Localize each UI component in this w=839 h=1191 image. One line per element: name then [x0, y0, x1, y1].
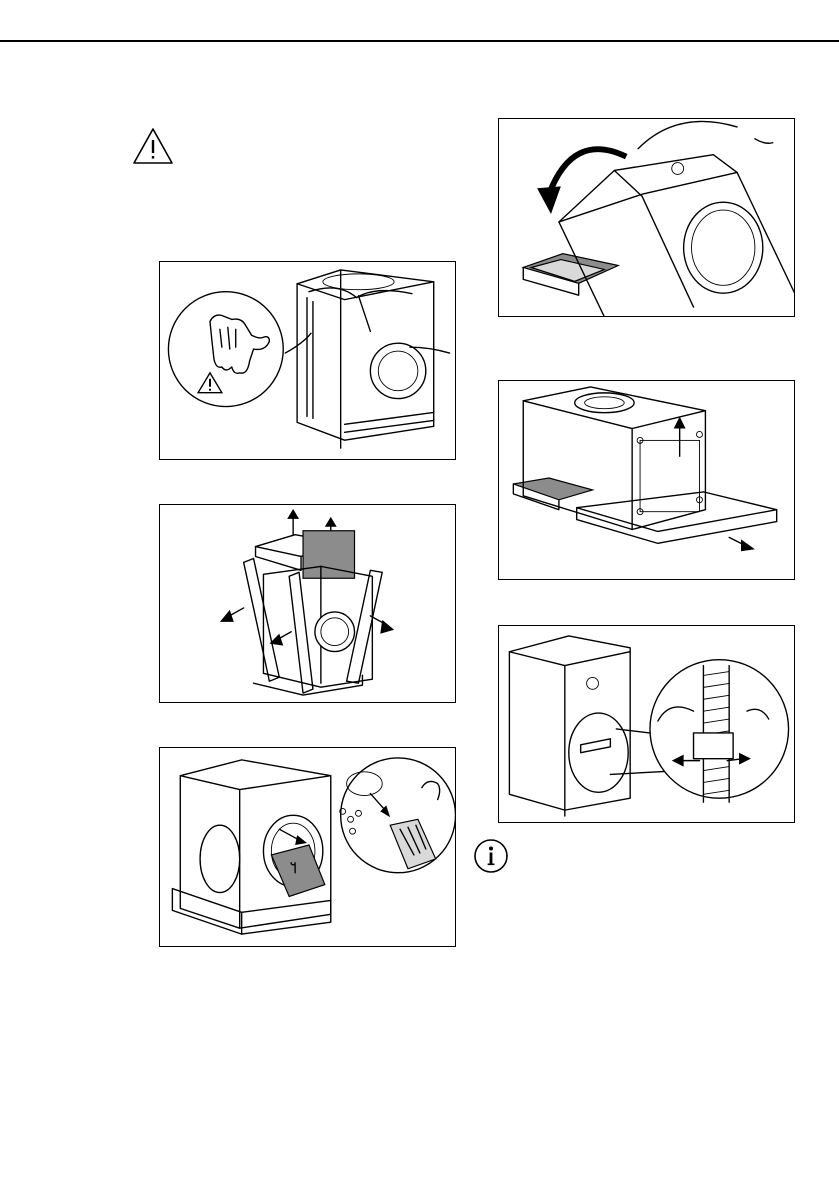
- arrow-up-icon: [674, 417, 755, 552]
- hose-clamp-icon: [650, 660, 789, 803]
- figure-remove-protection-parts: [159, 504, 456, 703]
- warning-triangle-icon: [132, 127, 174, 165]
- figure-remove-drum-accessories: [159, 747, 456, 947]
- header-rule: [0, 40, 839, 42]
- figure-remove-packaging-film: [159, 261, 456, 460]
- gloves-warning-icon: [168, 292, 283, 407]
- info-circle-icon: [473, 838, 509, 874]
- washing-machine-with-film: [285, 270, 449, 448]
- accessory-bag-icon: [340, 758, 455, 873]
- figure-tilt-appliance: [498, 118, 795, 317]
- figure-lift-from-base: [498, 380, 795, 580]
- figure-remove-transit-bolts: [498, 625, 795, 823]
